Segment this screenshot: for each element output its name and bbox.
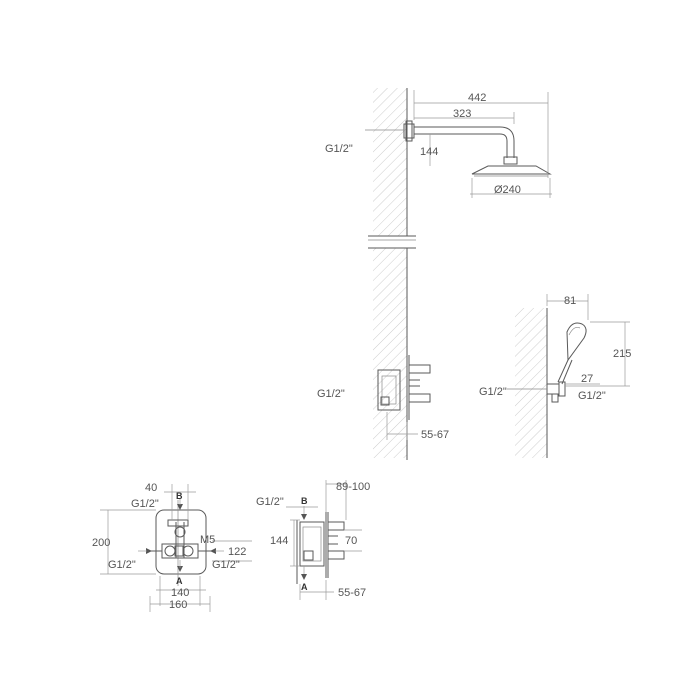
dim-55-67-side: 55-67 bbox=[338, 587, 366, 599]
dim-200: 200 bbox=[92, 537, 110, 549]
port-b-front: B bbox=[176, 491, 183, 501]
thread-label-hand-left: G1/2" bbox=[479, 386, 507, 398]
dim-215: 215 bbox=[613, 348, 631, 360]
hand-shower-dimensions bbox=[546, 294, 630, 387]
port-a-side: A bbox=[301, 582, 308, 592]
valve-front-dimensions bbox=[100, 484, 252, 612]
thread-label-valve: G1/2" bbox=[317, 388, 345, 400]
thread-label-front-left: G1/2" bbox=[108, 559, 136, 571]
valve-side-view bbox=[296, 506, 345, 584]
dim-442: 442 bbox=[468, 92, 486, 104]
port-b-side: B bbox=[301, 496, 308, 506]
top-dimensions bbox=[413, 90, 552, 198]
thread-label-hand-right: G1/2" bbox=[578, 390, 606, 402]
dim-240: Ø240 bbox=[494, 184, 521, 196]
hand-shower-wall bbox=[515, 308, 548, 458]
dim-81: 81 bbox=[564, 295, 576, 307]
hand-shower bbox=[507, 322, 587, 403]
dim-89-100: 89-100 bbox=[336, 481, 370, 493]
label-m5: M5 bbox=[200, 534, 215, 546]
shower-wall bbox=[368, 88, 416, 460]
dim-323: 323 bbox=[453, 108, 471, 120]
thread-label-arm: G1/2" bbox=[325, 143, 353, 155]
dim-70: 70 bbox=[345, 535, 357, 547]
valve-side-dimensions bbox=[286, 480, 362, 600]
thread-label-front-top: G1/2" bbox=[131, 498, 159, 510]
shower-arm-and-head bbox=[365, 120, 552, 177]
concealed-valve bbox=[377, 355, 431, 440]
dim-160: 160 bbox=[169, 599, 187, 611]
dim-40: 40 bbox=[145, 482, 157, 494]
dim-144-side: 144 bbox=[270, 535, 288, 547]
thread-label-front-right: G1/2" bbox=[212, 559, 240, 571]
dim-122: 122 bbox=[228, 546, 246, 558]
dim-144-arm: 144 bbox=[420, 146, 438, 158]
valve-front-view bbox=[138, 498, 224, 586]
dim-140: 140 bbox=[171, 587, 189, 599]
thread-label-side-top: G1/2" bbox=[256, 496, 284, 508]
dim-55-67-valve: 55-67 bbox=[421, 429, 449, 441]
port-a-front: A bbox=[176, 576, 183, 586]
dim-27: 27 bbox=[581, 373, 593, 385]
